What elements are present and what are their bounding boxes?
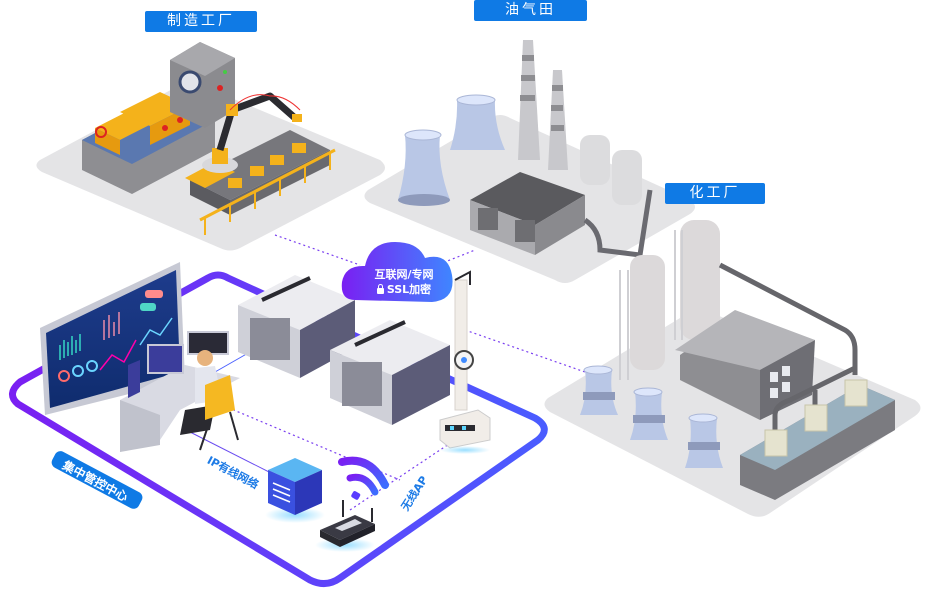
- cloud-network: [341, 242, 453, 302]
- server-rack-1: [238, 275, 355, 378]
- manufacturing-illustration: [82, 42, 336, 235]
- server-rack-2: [330, 320, 450, 425]
- inspection-robot: [439, 270, 491, 454]
- lock-icon: [376, 284, 384, 294]
- operator-desk: [120, 331, 240, 452]
- chemical-illustration: [580, 220, 895, 500]
- cloud-encryption-label: SSL加密: [386, 283, 432, 296]
- site-label-manufacturing: 制造工厂: [145, 11, 257, 32]
- dashboard-wall-display: [40, 262, 185, 415]
- link-cloud-oilfield: [424, 249, 476, 271]
- link-ap-robot: [349, 439, 456, 511]
- link-manufacturing-cloud: [274, 234, 361, 266]
- site-label-oilfield: 油气田: [474, 0, 587, 21]
- network-server-box: [265, 458, 325, 523]
- wireless-ap: [315, 456, 389, 552]
- site-label-chemical: 化工厂: [665, 183, 765, 204]
- control-center-ring: [9, 271, 548, 587]
- cloud-network-label: 互联网/专网: [374, 268, 434, 281]
- cloud-encryption-row: SSL加密: [364, 281, 444, 297]
- oilfield-illustration: [398, 40, 653, 258]
- link-robot-chemical: [464, 329, 586, 373]
